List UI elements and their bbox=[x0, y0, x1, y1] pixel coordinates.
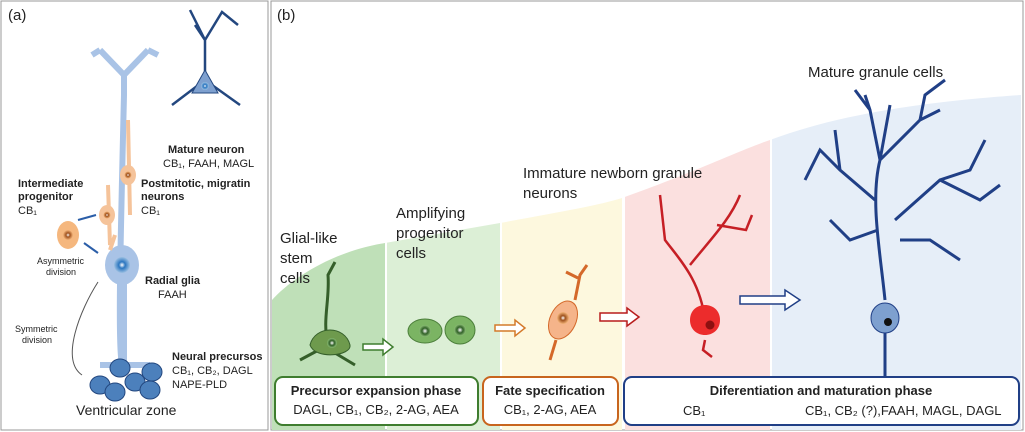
glial-label-1: Glial-like bbox=[280, 230, 338, 247]
glial-label-3: cells bbox=[280, 270, 310, 287]
expansion-phase-box bbox=[274, 376, 479, 426]
amplifying-label-2: progenitor bbox=[396, 225, 464, 242]
panel-a-label: (a) bbox=[8, 7, 26, 24]
amplifying-label-1: Amplifying bbox=[396, 205, 465, 222]
symmetric-arrow bbox=[71, 281, 99, 376]
fate-title: Fate specification bbox=[495, 383, 605, 398]
asymmetric-arrow bbox=[83, 242, 99, 254]
panel-b-label: (b) bbox=[277, 7, 295, 24]
intermediate-title-1: Intermediate bbox=[18, 178, 83, 190]
glial-label-2: stem bbox=[280, 250, 313, 267]
amplifying-label-3: cells bbox=[396, 245, 426, 262]
intermediate-title-2: progenitor bbox=[18, 191, 74, 203]
panel-a-frame bbox=[0, 0, 269, 431]
radial-glia-markers: FAAH bbox=[158, 289, 187, 301]
symmetric-label-2: division bbox=[22, 335, 52, 345]
arrow-to-neuron bbox=[77, 214, 97, 221]
intermediate-progenitor-cell bbox=[57, 221, 79, 249]
expansion-phase-title: Precursor expansion phase bbox=[291, 383, 462, 398]
intermediate-markers: CB₁ bbox=[18, 205, 37, 217]
glial-stem-cell bbox=[299, 261, 356, 367]
amplifying-progenitor-cells bbox=[407, 315, 476, 345]
arrow-2 bbox=[494, 318, 527, 338]
postmitotic-markers: CB₁ bbox=[141, 205, 160, 217]
fate-specified-cell bbox=[547, 264, 589, 361]
maturation-markers-right: CB₁, CB₂ (?),FAAH, MAGL, DAGL bbox=[805, 403, 1002, 418]
fate-markers: CB₁, 2-AG, AEA bbox=[504, 402, 597, 417]
arrow-4 bbox=[739, 288, 802, 312]
radial-glia-cell bbox=[90, 47, 160, 368]
arrow-1 bbox=[362, 337, 395, 357]
neural-precursors-markers-2: NAPE-PLD bbox=[172, 379, 227, 391]
maturation-markers-left: CB₁ bbox=[683, 403, 706, 418]
migrating-neurons bbox=[99, 119, 136, 251]
immature-label-2: neurons bbox=[523, 185, 577, 202]
postmitotic-title-2: neurons bbox=[141, 191, 184, 203]
postmitotic-title-1: Postmitotic, migratin bbox=[141, 178, 251, 190]
mature-granule-cell bbox=[803, 78, 1001, 405]
mature-neuron-cell bbox=[171, 9, 241, 107]
mature-neuron-title: Mature neuron bbox=[168, 144, 245, 156]
expansion-phase-markers: DAGL, CB₁, CB₂, 2-AG, AEA bbox=[293, 402, 459, 417]
radial-glia-title: Radial glia bbox=[145, 275, 201, 287]
immature-label-1: Immature newborn granule bbox=[523, 165, 702, 182]
asymmetric-label-2: division bbox=[46, 267, 76, 277]
arrow-3 bbox=[599, 306, 641, 328]
immature-granule-neuron bbox=[658, 194, 754, 358]
maturation-phase-title: Diferentiation and maturation phase bbox=[710, 383, 932, 398]
neural-precursor-cells bbox=[89, 358, 163, 402]
neural-precursors-markers-1: CB₁, CB₂, DAGL bbox=[172, 365, 253, 377]
fate-box bbox=[482, 376, 619, 426]
mature-label: Mature granule cells bbox=[808, 64, 943, 81]
neural-precursors-title: Neural precursos bbox=[172, 351, 262, 363]
asymmetric-label-1: Asymmetric bbox=[37, 256, 84, 266]
mature-neuron-markers: CB₁, FAAH, MAGL bbox=[163, 158, 254, 170]
maturation-phase-box bbox=[623, 376, 1020, 426]
ventricular-zone-label: Ventricular zone bbox=[76, 402, 177, 418]
symmetric-label-1: Symmetric bbox=[15, 324, 58, 334]
